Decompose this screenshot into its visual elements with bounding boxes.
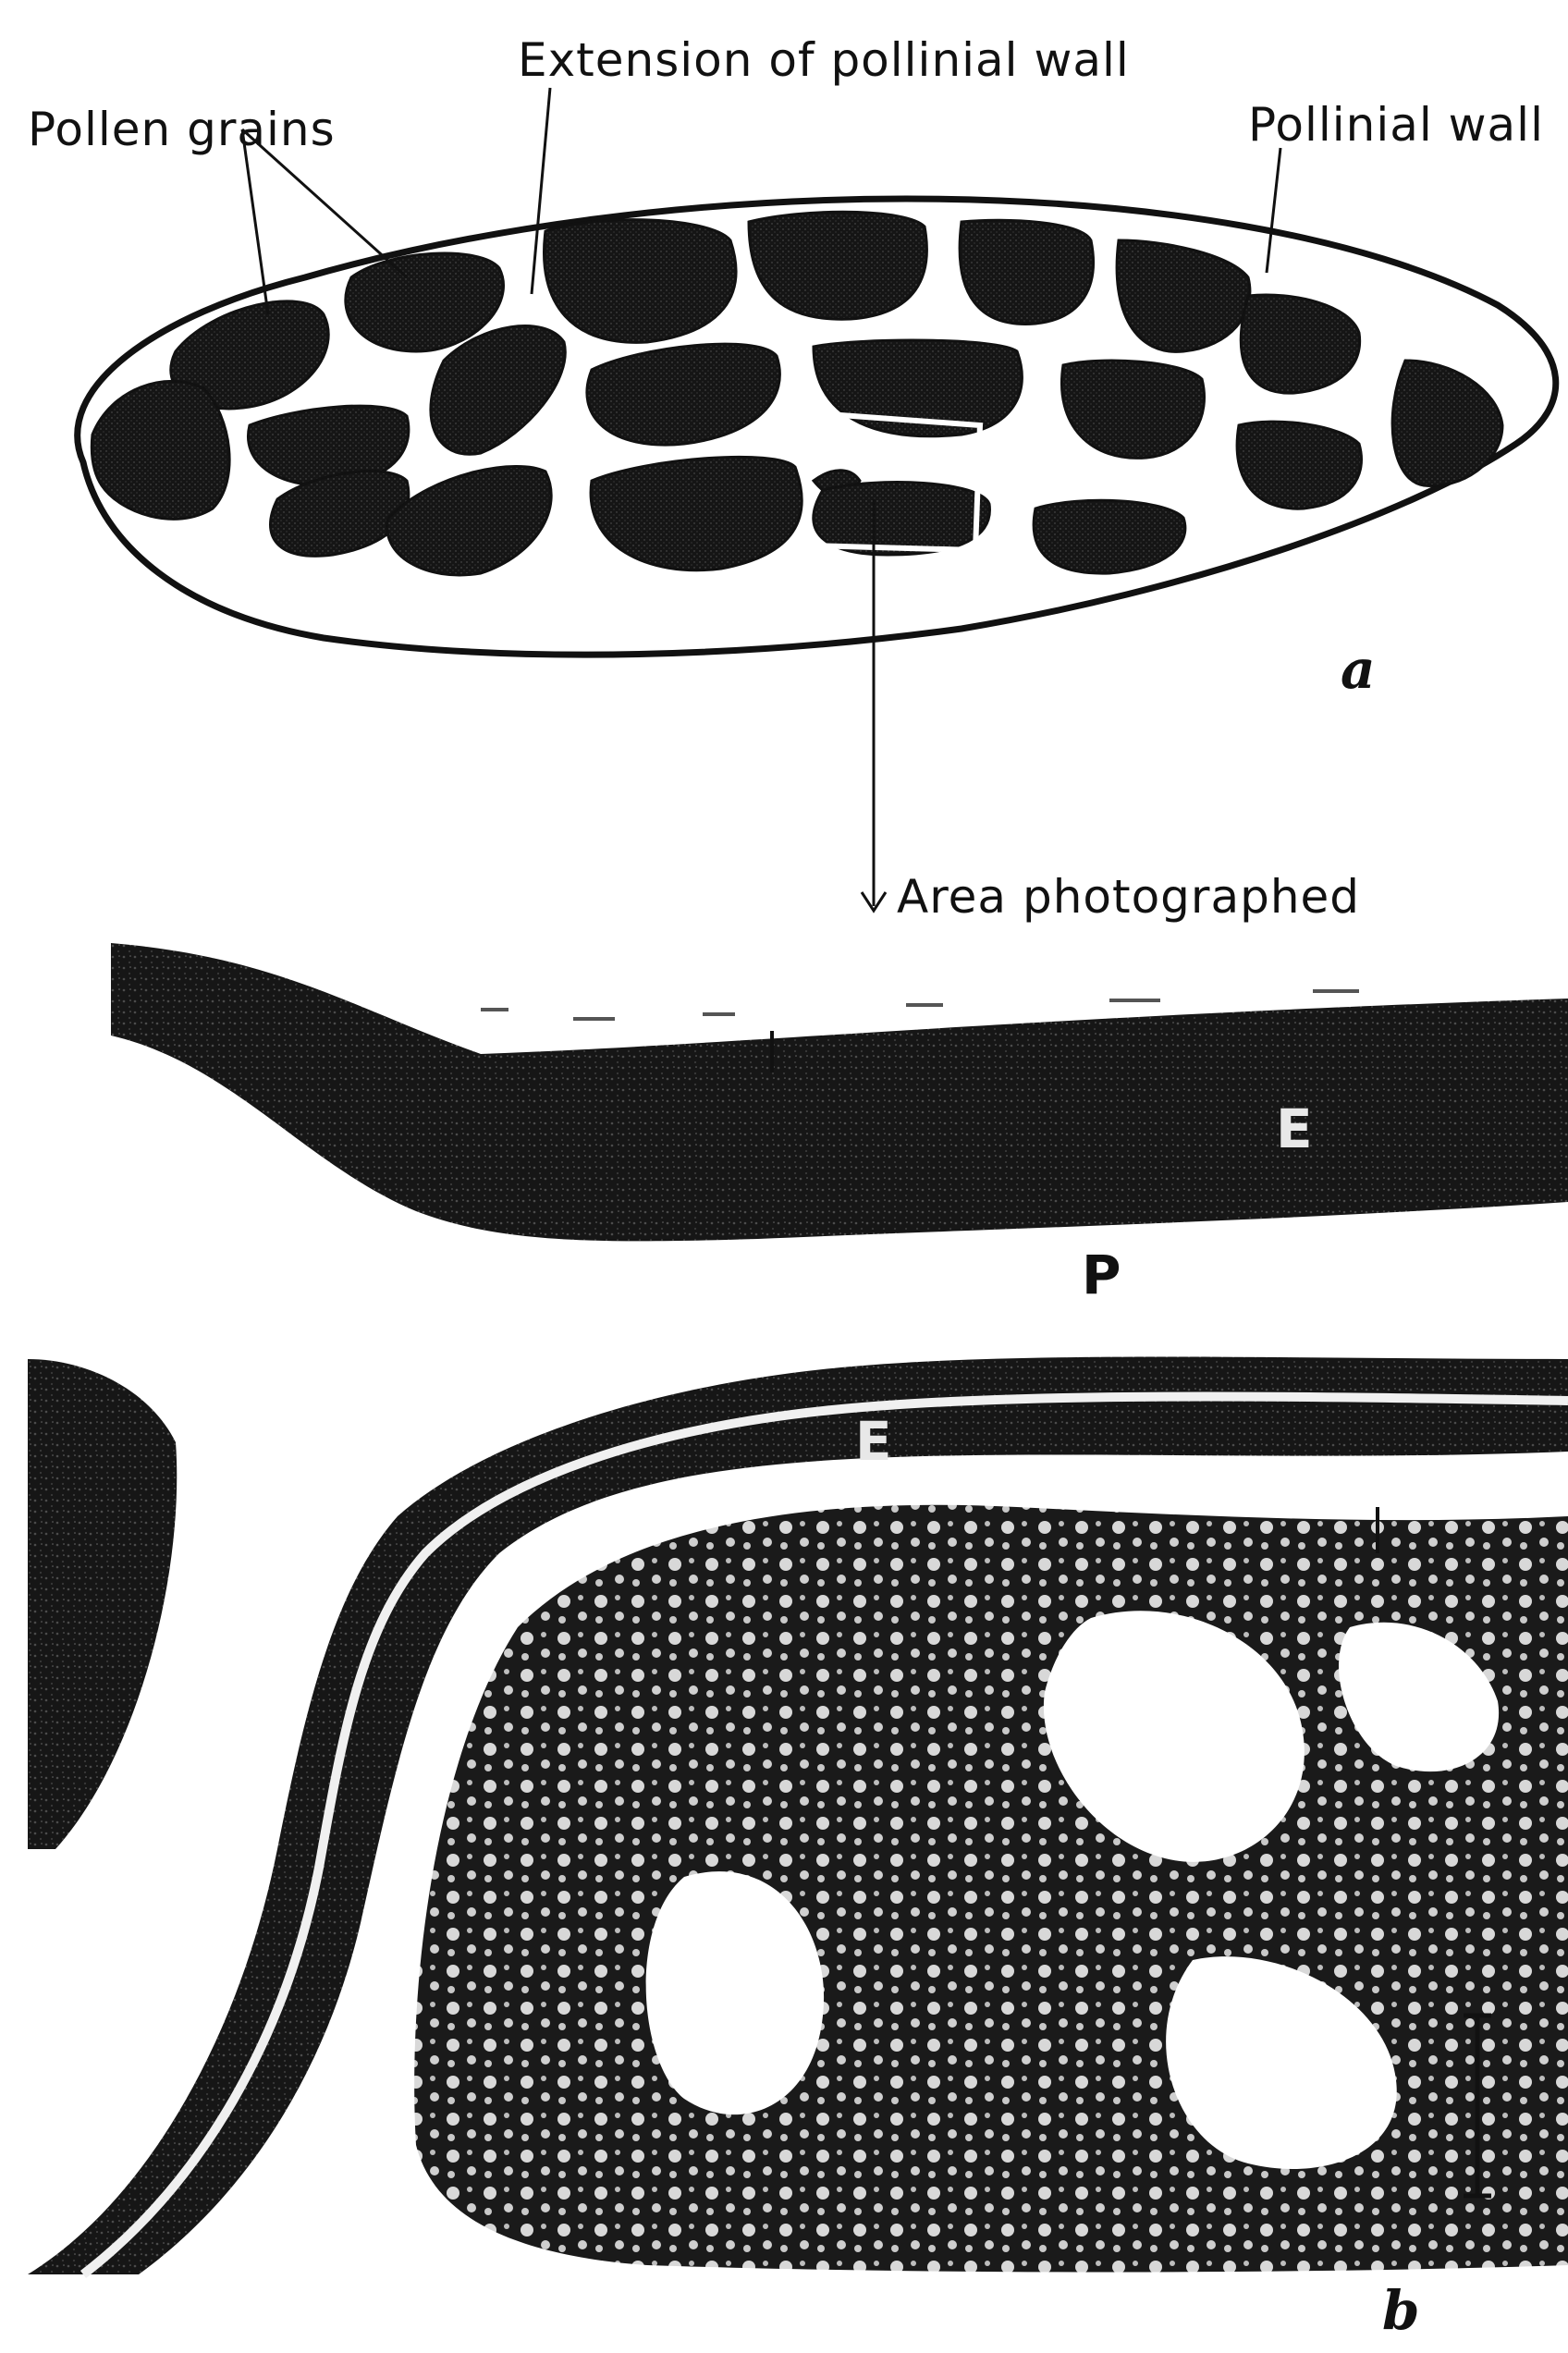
label-pollinial-p: P <box>1082 1248 1121 1302</box>
label-exine-lower: E <box>855 1415 892 1468</box>
panel-label-b: b <box>1382 2284 1421 2337</box>
upper-exine-band <box>111 943 1568 1241</box>
label-exine-upper: E <box>1276 1102 1313 1156</box>
left-tissue <box>28 1359 177 1849</box>
pollen-interior <box>414 1505 1568 2273</box>
